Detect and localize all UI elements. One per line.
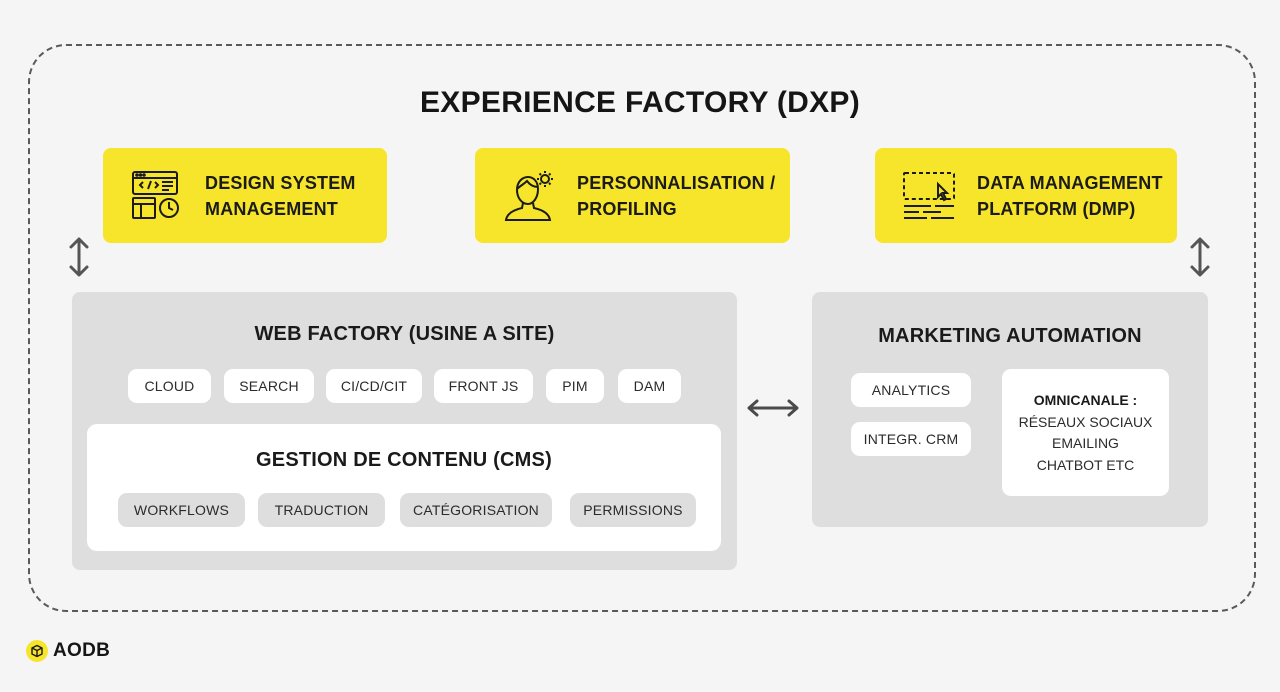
pill-cicd: CI/CD/CIT — [326, 369, 422, 403]
omni-item-reseaux: RÉSEAUX SOCIAUX — [1018, 413, 1153, 430]
user-gear-icon — [504, 170, 553, 221]
dmp-line1: DATA MANAGEMENT — [977, 172, 1163, 193]
pill-pim: PIM — [546, 369, 604, 403]
omni-item-chatbot: CHATBOT ETC — [1036, 456, 1135, 473]
omnicanale-title: OMNICANALE : — [1033, 392, 1138, 408]
aodb-logo-mark — [26, 640, 48, 662]
design-system-box: DESIGN SYSTEM MANAGEMENT — [103, 148, 387, 243]
cms-panel: GESTION DE CONTENU (CMS) — [87, 424, 721, 551]
web-factory-title: WEB FACTORY (USINE A SITE) — [254, 323, 555, 345]
pill-analytics: ANALYTICS — [851, 373, 971, 407]
design-system-label: DESIGN SYSTEM MANAGEMENT — [205, 170, 356, 222]
omnicanale-box: OMNICANALE : RÉSEAUX SOCIAUX EMAILING CH… — [1002, 369, 1169, 496]
vertical-double-arrow-right — [1190, 237, 1210, 277]
vertical-double-arrow-left — [69, 237, 89, 277]
personnalisation-box: PERSONNALISATION / PROFILING — [475, 148, 790, 243]
marketing-title: MARKETING AUTOMATION — [878, 325, 1142, 347]
design-system-line2: MANAGEMENT — [205, 198, 338, 219]
dmp-label: DATA MANAGEMENT PLATFORM (DMP) — [977, 170, 1163, 222]
aodb-logo-text: AODB — [53, 640, 111, 661]
pill-search: SEARCH — [224, 369, 314, 403]
pill-categorisation: CATÉGORISATION — [400, 493, 552, 527]
dmp-box: DATA MANAGEMENT PLATFORM (DMP) — [875, 148, 1177, 243]
personnalisation-line1: PERSONNALISATION / — [577, 172, 776, 193]
pill-workflows: WORKFLOWS — [118, 493, 245, 527]
pill-cloud: CLOUD — [128, 369, 211, 403]
omni-item-emailing: EMAILING — [1052, 435, 1119, 451]
pill-traduction: TRADUCTION — [258, 493, 385, 527]
diagram-title: EXPERIENCE FACTORY (DXP) — [419, 86, 861, 119]
pill-integr-crm: INTEGR. CRM — [851, 422, 971, 456]
personnalisation-line2: PROFILING — [577, 198, 677, 219]
pill-permissions: PERMISSIONS — [570, 493, 696, 527]
design-system-line1: DESIGN SYSTEM — [205, 172, 356, 193]
pill-dam: DAM — [618, 369, 681, 403]
personnalisation-label: PERSONNALISATION / PROFILING — [577, 170, 775, 222]
pill-front-js: FRONT JS — [434, 369, 533, 403]
horizontal-double-arrow — [747, 399, 799, 417]
aodb-logo: AODB — [26, 640, 110, 662]
design-system-icon — [132, 170, 179, 219]
dmp-line2: PLATFORM (DMP) — [977, 198, 1136, 219]
dxp-frame — [28, 44, 1256, 612]
screen-cursor-icon — [903, 171, 955, 219]
cms-title: GESTION DE CONTENU (CMS) — [256, 449, 552, 471]
